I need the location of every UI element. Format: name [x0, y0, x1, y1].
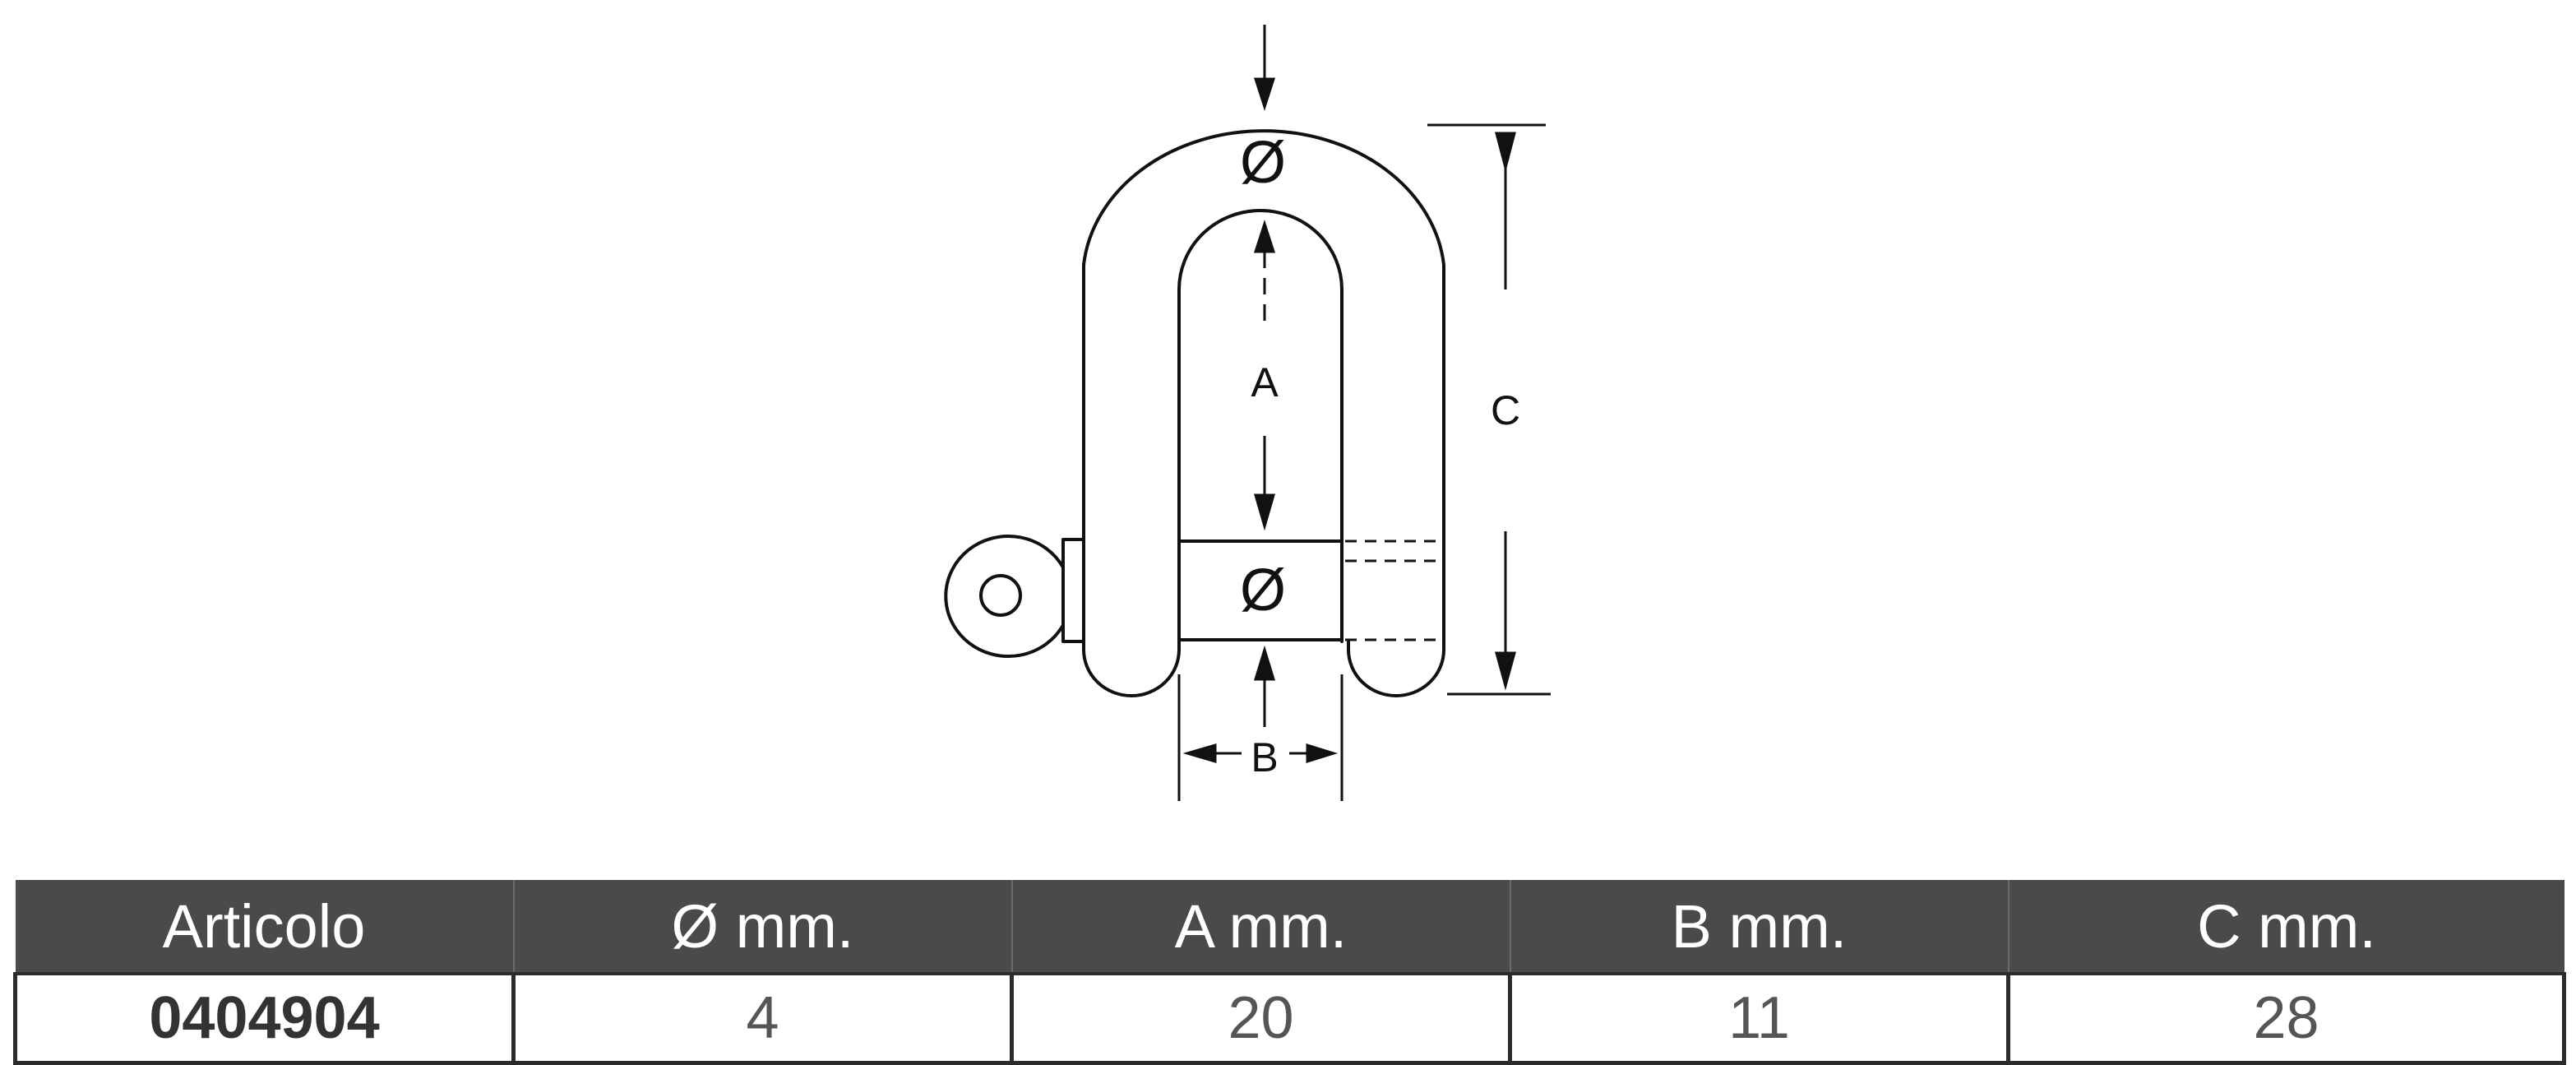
cell-articolo: 0404904: [13, 972, 516, 1065]
pin-diameter-arrowhead: [1253, 645, 1276, 681]
top-diameter-label: Ø: [1240, 130, 1286, 196]
pin-collar: [1061, 538, 1085, 643]
spec-table: Articolo Ø mm. A mm. B mm. C mm. 0404904…: [13, 880, 2566, 1065]
header-c: C mm.: [2008, 880, 2564, 974]
b-arrowhead-right: [1306, 743, 1339, 764]
b-arrowhead-left: [1182, 743, 1217, 764]
shackle-outer-left-leg: [1082, 263, 1181, 697]
pin-eye-outline: [944, 535, 1065, 658]
cell-c: 28: [2006, 972, 2566, 1065]
header-diameter: Ø mm.: [513, 880, 1013, 974]
a-arrowhead-top: [1253, 220, 1276, 253]
header-articolo: Articolo: [15, 880, 515, 974]
pin-eye-hole: [979, 574, 1022, 617]
top-diameter-arrowhead: [1253, 77, 1276, 111]
c-arrowhead-top: [1495, 132, 1516, 173]
header-b: B mm.: [1510, 880, 2009, 974]
shackle-diagram: Ø Ø A B C: [944, 25, 1551, 801]
cell-diameter: 4: [511, 972, 1014, 1065]
header-a: A mm.: [1011, 880, 1511, 974]
dimension-a-label: A: [1251, 359, 1279, 405]
c-arrowhead-bottom: [1495, 651, 1516, 691]
cell-b: 11: [1508, 972, 2010, 1065]
table-header-row: Articolo Ø mm. A mm. B mm. C mm.: [15, 880, 2564, 974]
dimension-b-label: B: [1251, 734, 1278, 780]
table-row: 0404904 4 20 11 28: [13, 972, 2566, 1065]
a-arrowhead-bottom: [1254, 493, 1275, 531]
dimension-c-label: C: [1491, 387, 1520, 433]
shackle-outer-outline: [1082, 129, 1445, 697]
shackle-inner-outline: [1177, 209, 1343, 643]
pin-diameter-label: Ø: [1240, 558, 1286, 623]
cell-a: 20: [1010, 972, 1512, 1065]
